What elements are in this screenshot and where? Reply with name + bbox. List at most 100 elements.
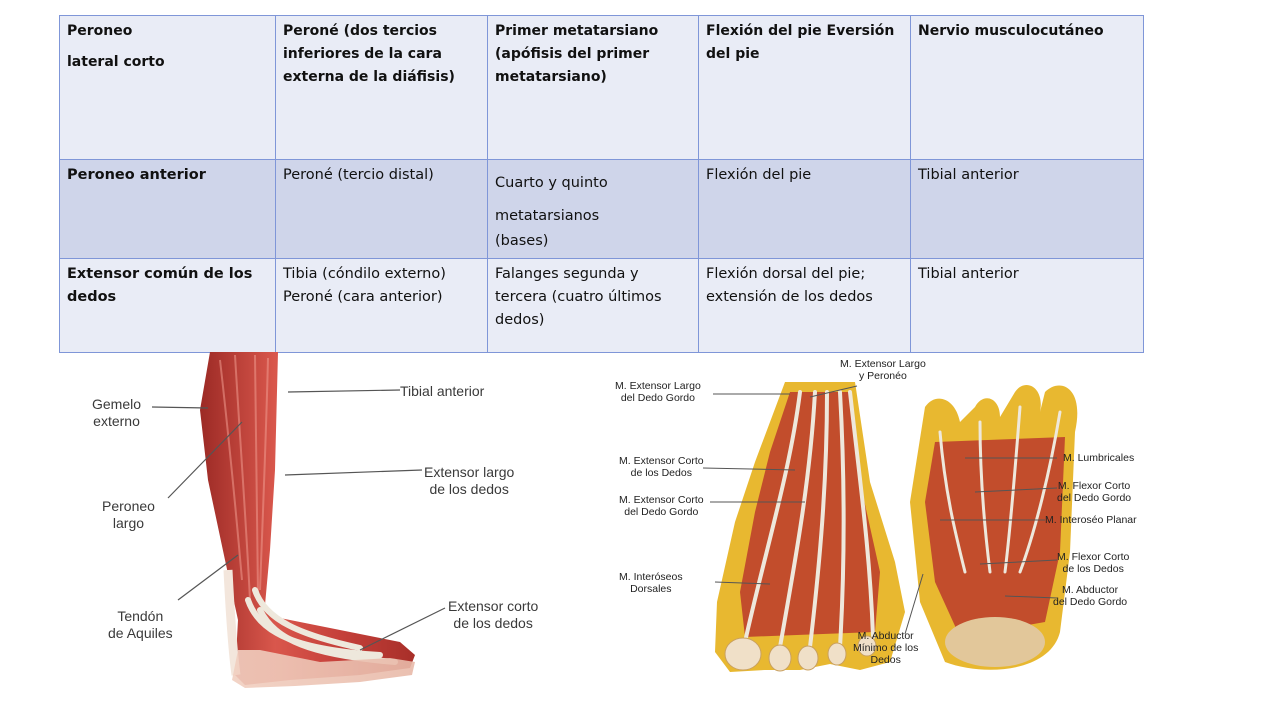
table-row: Peroneo anterior Peroné (tercio distal) … [59,159,1144,259]
cell-text: externa de la diáfisis) [283,69,455,85]
label-text: M. Extensor Corto [619,455,704,467]
label-text: M. Extensor Largo [615,380,701,392]
cell-insertion: Cuarto y quinto metatarsianos (bases) [487,159,699,259]
label-peroneo-largo: Peroneo largo [102,498,155,532]
label-text: Peroneo [102,498,155,514]
cell-text: Peroné (dos tercios [283,23,437,39]
cell-origin: Peroné (tercio distal) [275,159,488,259]
cell-action: Flexión del pie [698,159,911,259]
label-text: Tendón [117,608,164,624]
dorsal-muscles [740,392,880,637]
cell-text: metatarsiano) [495,69,607,85]
label-flexor-corto-dedos: M. Flexor Corto de los Dedos [1057,551,1129,575]
cell-text: Flexión del pie [706,167,812,183]
foot-illustration [702,382,1078,672]
label-text: largo [112,515,145,531]
label-text: Gemelo [92,396,142,412]
table-row: Peroneo lateral corto Peroné (dos tercio… [59,15,1144,160]
leader-lines [702,385,1058,635]
plantar-tendons [938,405,1062,574]
label-ext-largo-peroneo: M. Extensor Largo y Peronéo [840,358,926,382]
label-text: M. Interoséo Planar [1045,514,1137,526]
label-interoseos-dorsales: M. Interóseos Dorsales [619,571,683,595]
dorsal-tendons [743,390,875,649]
label-text: de los Dedos [1062,563,1124,575]
leg-muscles-figure: Gemelo externo Tibial anterior Peroneo l… [60,350,560,695]
cell-text: (bases) [495,233,549,249]
label-text: M. Flexor Corto [1057,480,1131,492]
label-text: M. Extensor Largo [840,358,926,370]
cell-text: Falanges segunda y [495,266,639,282]
achilles-tendon [223,569,241,676]
label-text: Mínimo de los [853,642,919,654]
cell-text: (apófisis del primer [495,46,650,62]
foot-muscles-figure: M. Extensor Largo y Peronéo M. Extensor … [605,352,1165,682]
cell-text: dedos) [495,312,545,328]
cell-muscle: Peroneo lateral corto [59,15,276,160]
foot-shape [232,650,415,688]
cell-text: Tibial anterior [918,167,1019,183]
label-text: del Dedo Gordo [1053,596,1128,608]
label-text: de los dedos [453,615,533,631]
cell-text: Primer metatarsiano [495,23,659,39]
cell-muscle: Extensor común de los dedos [59,258,276,353]
label-tibial-anterior: Tibial anterior [400,383,484,400]
cell-insertion: Primer metatarsiano (apófisis del primer… [487,15,699,160]
label-ext-corto-dedos: M. Extensor Corto de los Dedos [619,455,704,479]
cell-text: Extensor común de los [67,266,253,282]
cell-action: Flexión dorsal del pie; extensión de los… [698,258,911,353]
label-text: M. Lumbricales [1063,452,1135,464]
label-lumbricales: M. Lumbricales [1063,452,1134,464]
cell-text: Tibia (cóndilo externo) [283,266,446,282]
muscle-table: Peroneo lateral corto Peroné (dos tercio… [59,15,1144,353]
cell-text: tercera (cuatro últimos [495,289,662,305]
label-interoseo-planar: M. Interoséo Planar [1045,514,1137,526]
label-tendon-aquiles: Tendón de Aquiles [108,608,173,642]
label-text: del Dedo Gordo [624,506,699,518]
cell-muscle: Peroneo anterior [59,159,276,259]
dorsal-toes [724,635,877,672]
label-text: Tibial anterior [400,383,485,399]
label-text: M. Extensor Corto [619,494,704,506]
cell-text: Nervio musculocutáneo [918,23,1104,39]
cell-text: dedos [67,289,117,305]
ankle-tendons [245,587,398,665]
label-abductor-dedo-gordo: M. Abductor del Dedo Gordo [1053,584,1127,608]
label-extensor-corto-dedos: Extensor corto de los dedos [448,598,538,632]
label-text: del Dedo Gordo [620,392,695,404]
cell-text: inferiores de la cara [283,46,442,62]
label-text: de los Dedos [630,467,692,479]
cell-text: Peroneo anterior [67,167,206,183]
cell-origin: Peroné (dos tercios inferiores de la car… [275,15,488,160]
cell-text: Peroné (tercio distal) [283,167,434,183]
label-text: M. Abductor [1062,584,1119,596]
label-ext-largo-dedo-gordo: M. Extensor Largo del Dedo Gordo [615,380,701,404]
label-text: M. Interóseos [619,571,683,583]
leg-illustration [151,352,446,688]
label-flexor-corto-dedo-gordo: M. Flexor Corto del Dedo Gordo [1057,480,1131,504]
label-text: Dedos [870,654,901,666]
cell-text: lateral corto [67,54,165,70]
label-text: M. Flexor Corto [1057,551,1130,563]
label-text: Dorsales [630,583,672,595]
label-text: Extensor corto [448,598,539,614]
cell-text: Flexión del pie Eversión [706,23,895,39]
plantar-muscles [925,437,1065,637]
label-extensor-largo-dedos: Extensor largo de los dedos [424,464,514,498]
label-text: de los dedos [429,481,509,497]
cell-text: Tibial anterior [918,266,1019,282]
label-text: externo [93,413,140,429]
label-text: Extensor largo [424,464,515,480]
cell-text: Peroneo [67,23,133,39]
cell-insertion: Falanges segunda y tercera (cuatro últim… [487,258,699,353]
cell-text: metatarsianos [495,208,600,224]
cell-nerve: Tibial anterior [910,159,1144,259]
leader-lines [151,389,446,651]
label-text: del Dedo Gordo [1057,492,1132,504]
label-text: y Peronéo [858,370,907,382]
cell-text: del pie [706,46,760,62]
heel-pad [945,617,1045,667]
label-text: de Aquiles [108,625,173,641]
cell-nerve: Tibial anterior [910,258,1144,353]
cell-nerve: Nervio musculocutáneo [910,15,1144,160]
